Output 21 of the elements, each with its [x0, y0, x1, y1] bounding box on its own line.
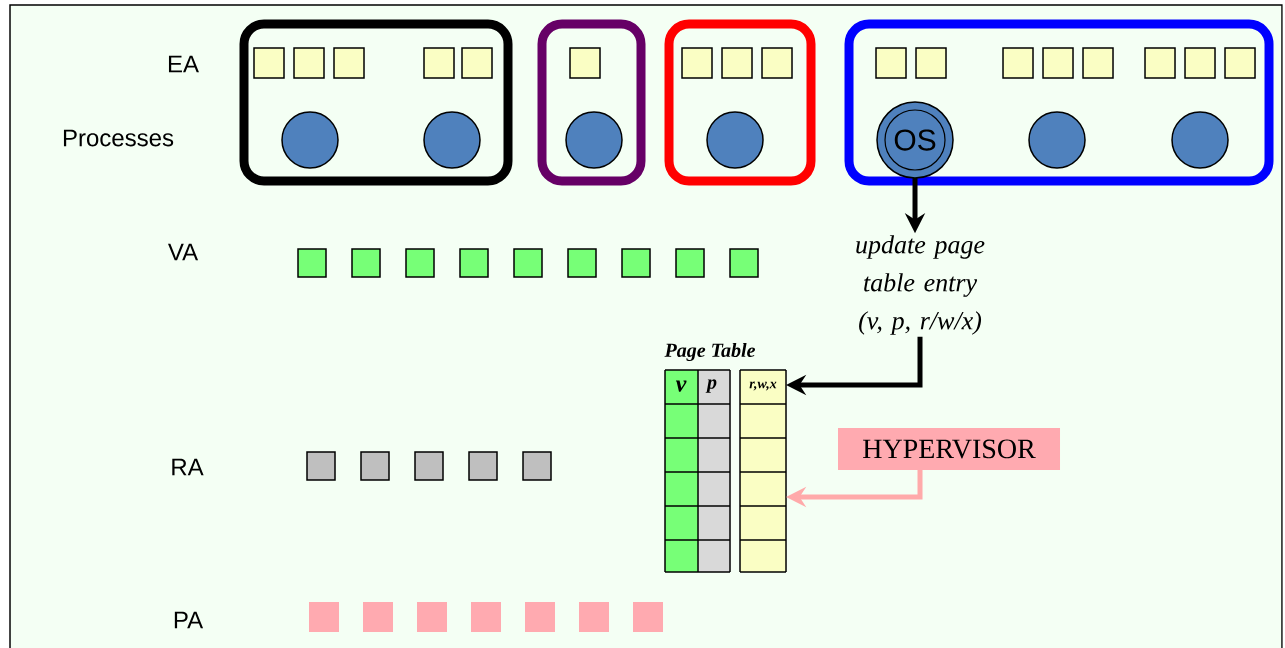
process-circle: [706, 111, 764, 169]
node-label: v: [675, 380, 687, 392]
row-label: EA: [168, 55, 199, 73]
process-group-box: [664, 19, 816, 186]
row-label: PA: [174, 611, 204, 629]
hypervisor-box: HYPERVISOR: [838, 428, 1060, 470]
page-table: Page Table v p r,w,x: [664, 342, 787, 573]
row-label: RA: [172, 458, 204, 476]
process-group-box: [844, 19, 1274, 186]
process-circle: [1028, 111, 1086, 169]
process-circle: [281, 111, 339, 169]
update-note: update page table entry (v, p, r/w/x): [856, 235, 985, 335]
row-label: Processes: [63, 129, 174, 147]
process-circle: [565, 111, 623, 169]
row-label: VA: [168, 243, 199, 261]
node-label: Page Table: [664, 342, 756, 362]
process-circle: [1171, 111, 1229, 169]
process-circle: [423, 111, 481, 169]
process-group-box: [239, 19, 513, 186]
process-group-box: [537, 19, 646, 186]
node-label: p: [705, 379, 717, 393]
